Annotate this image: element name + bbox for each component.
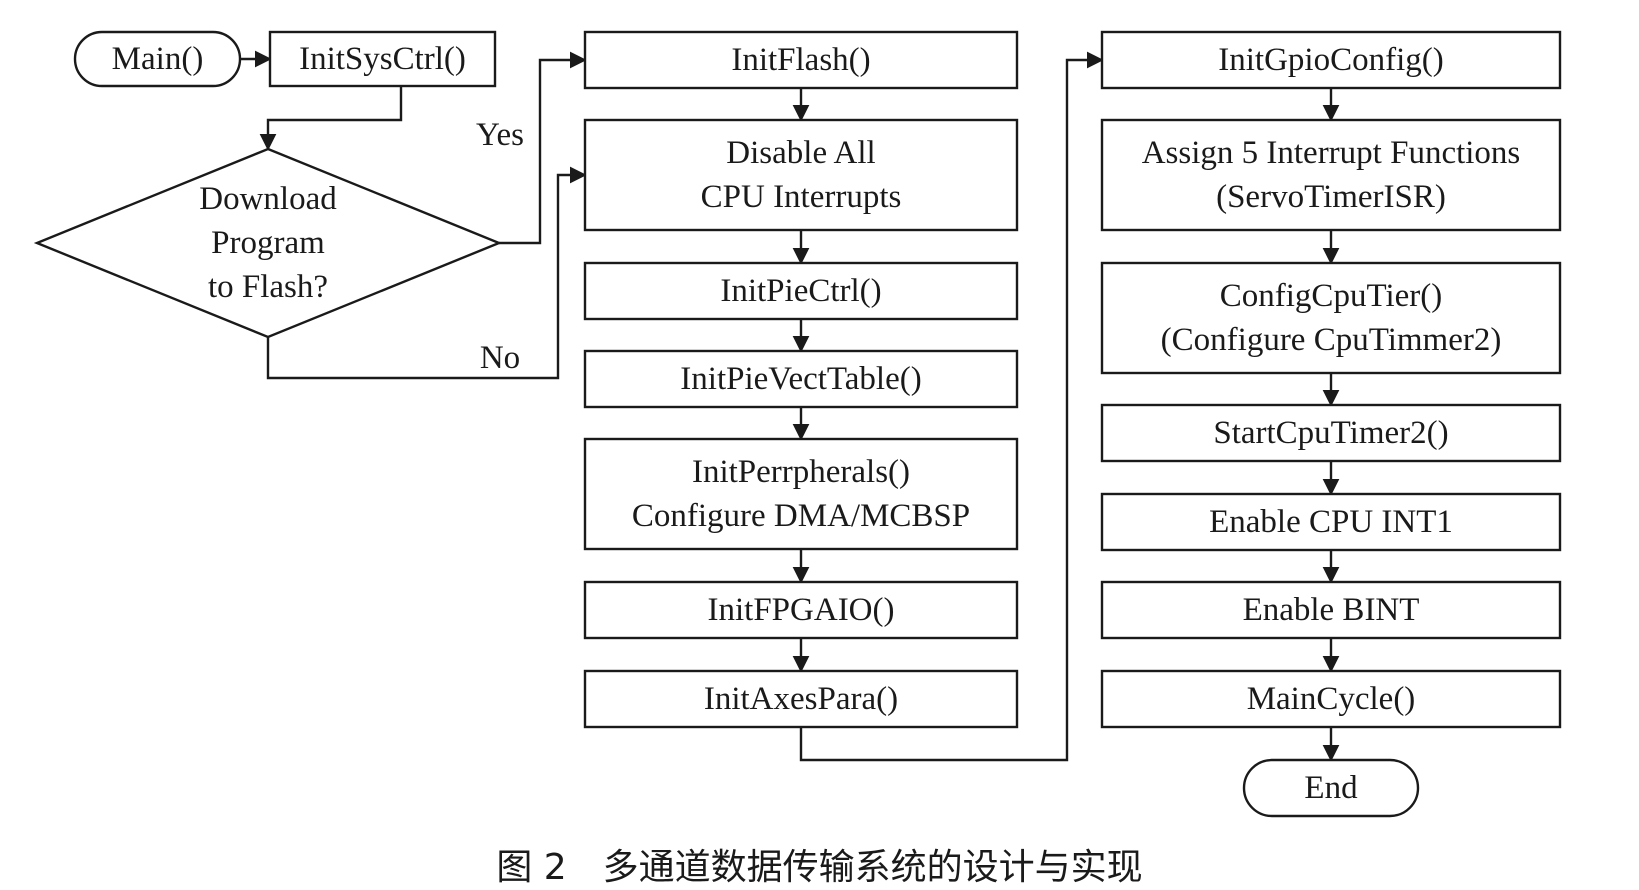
process-node-initaxes: InitAxesPara() <box>583 669 1019 729</box>
arrow-initsysctrl-to-decision <box>259 86 403 151</box>
node-label: Enable BINT <box>1243 592 1420 628</box>
figure-caption: 图 2 多通道数据传输系统的设计与实现 <box>496 847 1143 888</box>
node-label: Download <box>199 181 337 217</box>
process-node-initgpio: InitGpioConfig() <box>1100 30 1562 90</box>
process-box <box>583 437 1019 551</box>
terminal-node-main: Main() <box>73 30 242 88</box>
node-label: InitPieCtrl() <box>720 273 881 309</box>
process-node-maincycle: MainCycle() <box>1100 669 1562 729</box>
arrow-decision-to-initflash <box>499 51 587 245</box>
process-box <box>1100 403 1562 463</box>
node-label: InitFlash() <box>731 42 870 78</box>
process-node-starttimer: StartCpuTimer2() <box>1100 403 1562 463</box>
node-label: InitGpioConfig() <box>1218 42 1443 78</box>
node-label: Assign 5 Interrupt Functions <box>1142 135 1521 171</box>
node-label: InitFPGAIO() <box>708 592 895 628</box>
process-box <box>583 30 1019 90</box>
process-node-initperiph: InitPerrpherals() Configure DMA/MCBSP <box>583 437 1019 551</box>
node-label: End <box>1304 770 1358 806</box>
decision-diamond <box>33 147 503 339</box>
node-label: InitPerrpherals() <box>692 454 910 490</box>
node-label: StartCpuTimer2() <box>1213 415 1448 451</box>
process-box <box>583 261 1019 321</box>
arrow-decision-to-disableint <box>266 166 587 380</box>
terminal-shape <box>73 30 242 88</box>
process-node-initfpgaio: InitFPGAIO() <box>583 580 1019 640</box>
process-node-assignint: Assign 5 Interrupt Functions (ServoTimerI… <box>1100 118 1562 232</box>
process-box <box>583 669 1019 729</box>
process-box <box>1100 30 1562 90</box>
process-box <box>268 30 497 88</box>
process-node-initflash: InitFlash() <box>583 30 1019 90</box>
node-label: Enable CPU INT1 <box>1209 504 1453 540</box>
node-label: InitAxesPara() <box>704 681 898 717</box>
edge-label-yes: Yes <box>476 117 524 153</box>
node-label: Configure DMA/MCBSP <box>632 498 970 534</box>
node-label: (ServoTimerISR) <box>1216 179 1446 215</box>
process-node-configtier: ConfigCpuTier() (Configure CpuTimmer2) <box>1100 261 1562 375</box>
process-box <box>1100 580 1562 640</box>
node-label: ConfigCpuTier() <box>1220 278 1442 314</box>
node-label: MainCycle() <box>1247 681 1416 717</box>
terminal-shape <box>1242 758 1420 818</box>
process-box <box>583 349 1019 409</box>
process-box <box>1100 261 1562 375</box>
node-label: to Flash? <box>208 269 328 305</box>
node-label: InitSysCtrl() <box>299 41 466 77</box>
process-box <box>1100 492 1562 552</box>
process-node-enablebint: Enable BINT <box>1100 580 1562 640</box>
node-label: CPU Interrupts <box>701 179 902 215</box>
node-label: InitPieVectTable() <box>680 361 921 397</box>
arrow-initaxes-to-initgpio <box>799 51 1104 762</box>
edge-label-no: No <box>480 340 520 376</box>
process-node-initsysctrl: InitSysCtrl() <box>268 30 497 88</box>
process-node-enableint1: Enable CPU INT1 <box>1100 492 1562 552</box>
process-box <box>583 118 1019 232</box>
process-node-initpievect: InitPieVectTable() <box>583 349 1019 409</box>
terminal-node-end: End <box>1242 758 1420 818</box>
node-label: (Configure CpuTimmer2) <box>1161 322 1502 358</box>
process-node-initpiectrl: InitPieCtrl() <box>583 261 1019 321</box>
process-box <box>583 580 1019 640</box>
process-box <box>1100 669 1562 729</box>
node-label: Program <box>211 225 325 261</box>
process-box <box>1100 118 1562 232</box>
node-label: Main() <box>112 41 204 77</box>
node-label: Disable All <box>726 135 875 171</box>
